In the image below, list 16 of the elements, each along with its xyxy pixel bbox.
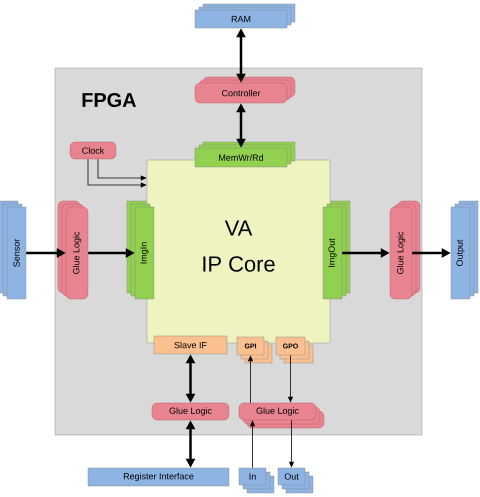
port-box: ImgOut xyxy=(322,200,350,300)
logic-box: Glue Logic xyxy=(58,200,88,300)
memory-box: RAM xyxy=(194,4,296,28)
logic-box: Glue Logic xyxy=(152,402,230,420)
logic-box: Glue Logic xyxy=(238,402,324,428)
output-box: Output xyxy=(450,200,478,300)
port-box: MemWr/Rd xyxy=(194,142,296,168)
port-box: ImgIn xyxy=(126,200,154,300)
controller-box: Controller xyxy=(194,76,296,104)
sensor-box: Sensor xyxy=(0,200,26,300)
interface-box: Register Interface xyxy=(88,468,230,486)
input-box: In xyxy=(238,468,274,494)
clock-box: Clock xyxy=(70,142,116,160)
interface-box: Slave IF xyxy=(154,336,228,354)
output-box: Out xyxy=(278,468,314,494)
logic-box: Glue Logic xyxy=(390,200,420,300)
